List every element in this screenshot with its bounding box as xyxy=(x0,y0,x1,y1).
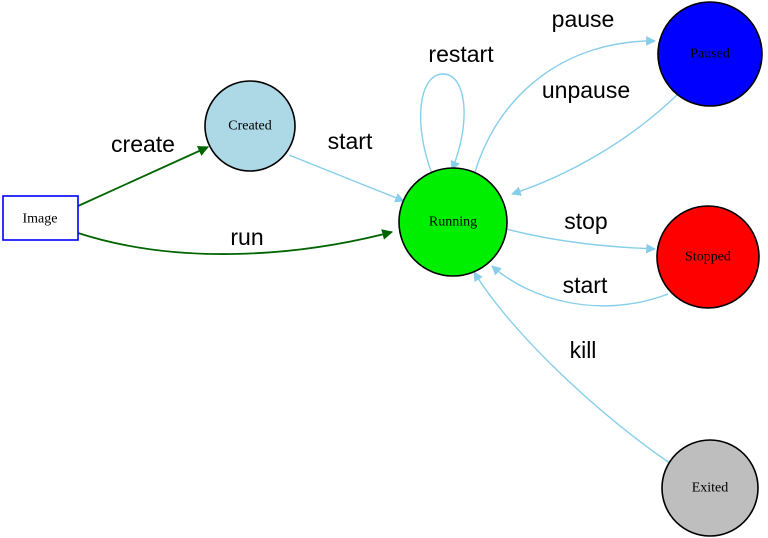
edge-start-created-running: start xyxy=(288,128,405,203)
node-running[interactable]: Running xyxy=(398,167,508,277)
edge-label-create: create xyxy=(111,131,175,157)
edge-kill-path xyxy=(473,271,672,465)
edge-unpause: unpause xyxy=(511,77,678,196)
edge-label-start-created: start xyxy=(328,128,373,154)
edge-stop-path xyxy=(505,228,656,254)
edge-run-path xyxy=(77,229,394,255)
edge-kill: kill xyxy=(473,271,672,465)
node-running-label: Running xyxy=(429,215,477,230)
node-image[interactable]: Image xyxy=(2,195,79,241)
edge-unpause-path xyxy=(511,94,678,196)
node-exited-label: Exited xyxy=(692,481,729,496)
edge-label-unpause: unpause xyxy=(542,77,630,103)
edge-pause: pause xyxy=(474,6,656,173)
edge-stop: stop xyxy=(505,208,656,254)
node-paused-shape[interactable] xyxy=(657,1,763,107)
node-image-shape[interactable] xyxy=(2,195,79,241)
node-running-shape[interactable] xyxy=(398,167,508,277)
node-paused-label: Paused xyxy=(690,47,730,62)
edge-pause-path xyxy=(474,36,656,173)
edge-create-path xyxy=(77,146,209,207)
edge-run: run xyxy=(77,224,394,255)
node-exited-shape[interactable] xyxy=(661,439,759,537)
edge-label-kill: kill xyxy=(570,337,597,363)
edge-start-stopped-running: start xyxy=(491,265,669,307)
edge-start2-path xyxy=(491,265,669,307)
node-stopped-shape[interactable] xyxy=(656,205,760,309)
node-stopped-label: Stopped xyxy=(685,250,731,265)
edge-label-pause: pause xyxy=(552,6,615,32)
node-stopped[interactable]: Stopped xyxy=(656,205,760,309)
node-created-label: Created xyxy=(228,119,272,134)
node-created-shape[interactable] xyxy=(204,80,296,172)
edge-restart-path xyxy=(419,73,465,175)
node-image-label: Image xyxy=(23,212,58,227)
edge-start1-path xyxy=(288,154,405,203)
edge-label-stop: stop xyxy=(564,208,607,234)
edge-create: create xyxy=(77,131,209,207)
edge-label-restart: restart xyxy=(428,41,494,67)
node-created[interactable]: Created xyxy=(204,80,296,172)
edge-label-run: run xyxy=(230,224,263,250)
edge-restart-self-loop: restart xyxy=(419,41,494,175)
node-exited[interactable]: Exited xyxy=(661,439,759,537)
edge-label-start-stopped: start xyxy=(563,272,608,298)
node-paused[interactable]: Paused xyxy=(657,1,763,107)
